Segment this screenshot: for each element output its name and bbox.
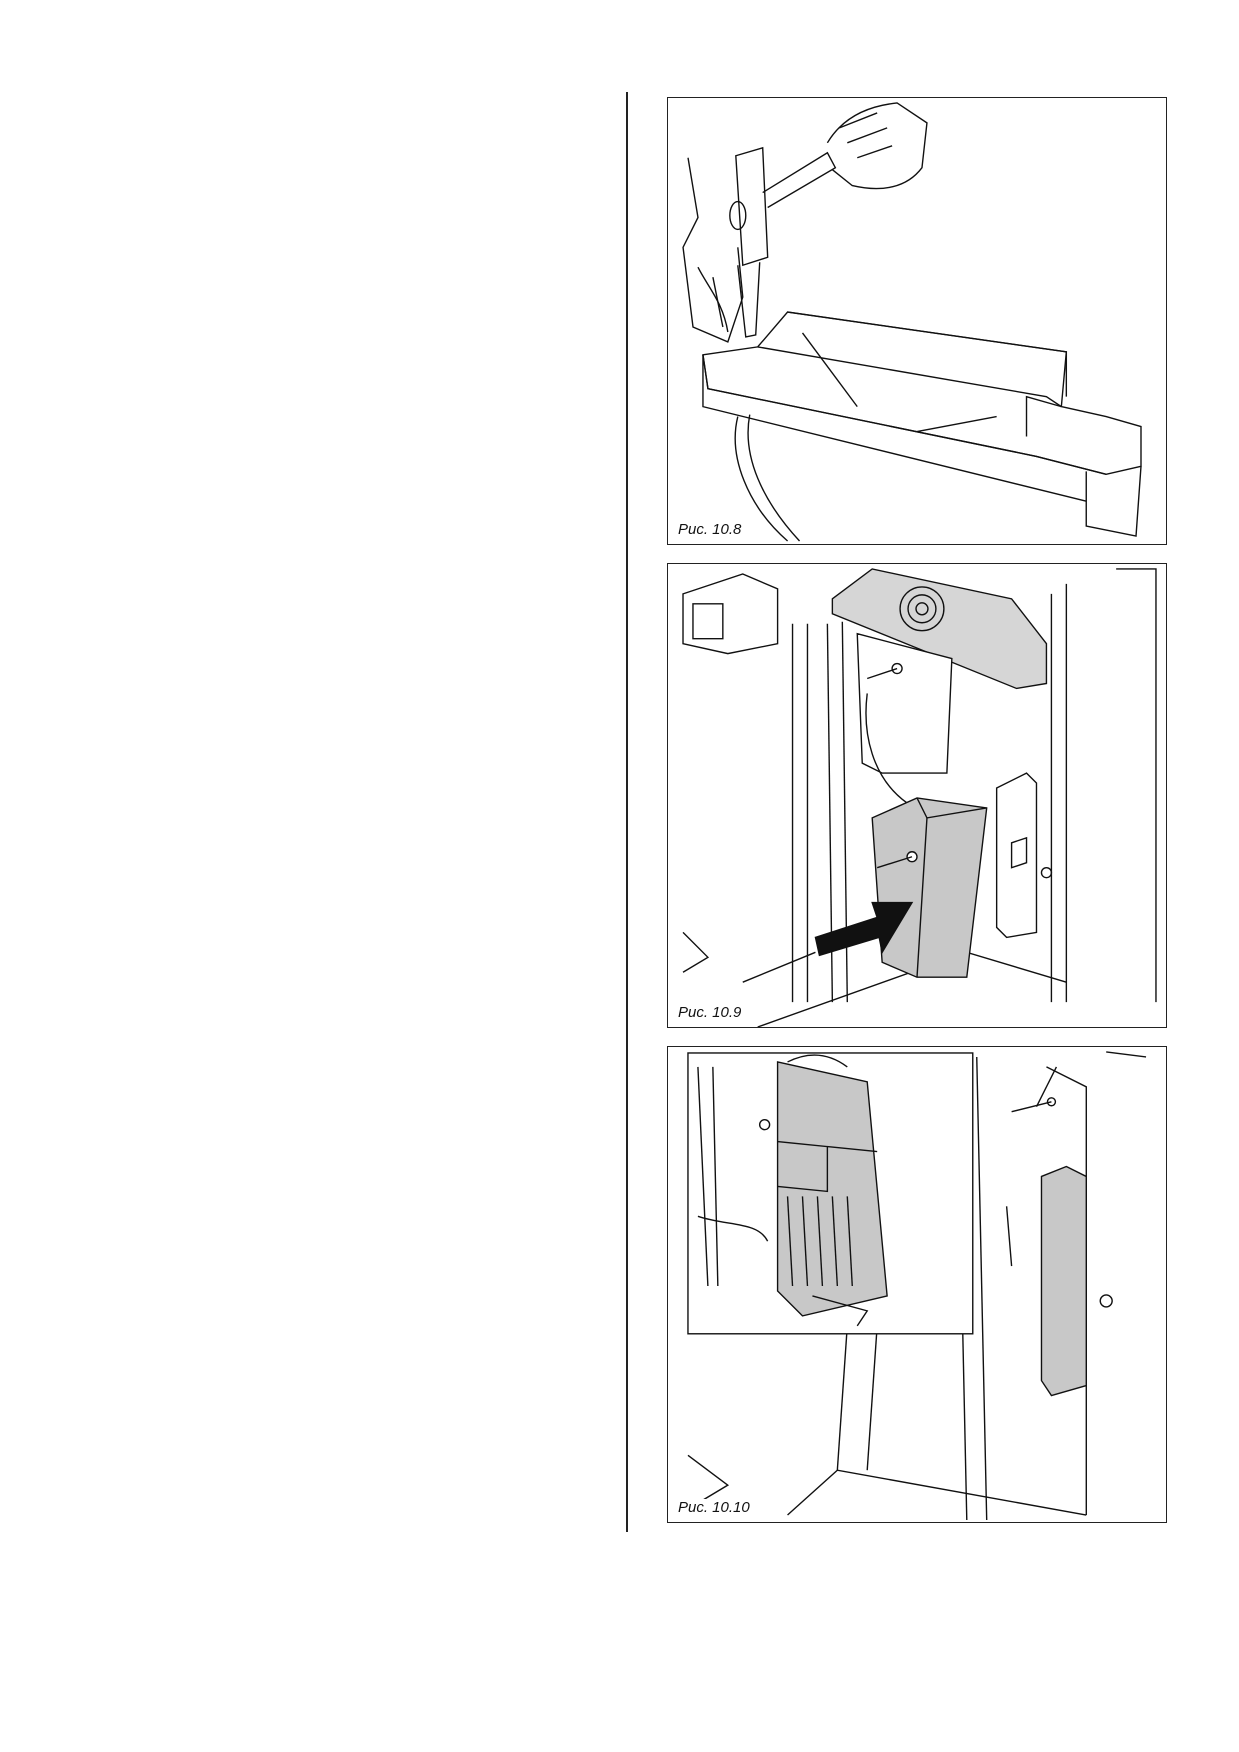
figure-10-9: Рис. 10.9 <box>667 563 1167 1028</box>
figure-caption: Рис. 10.9 <box>676 1004 744 1021</box>
figure-10-8: Рис. 10.8 <box>667 97 1167 545</box>
hammer-tray-illustration <box>682 102 1142 542</box>
waste-bin-illustration <box>682 568 1157 1027</box>
figure-10-10: Рис. 10.10 <box>667 1046 1167 1523</box>
column-divider <box>626 92 628 1532</box>
coin-mechanism-illustration <box>677 1051 1147 1521</box>
figure-caption: Рис. 10.8 <box>676 521 744 538</box>
figure-caption: Рис. 10.10 <box>676 1499 752 1516</box>
